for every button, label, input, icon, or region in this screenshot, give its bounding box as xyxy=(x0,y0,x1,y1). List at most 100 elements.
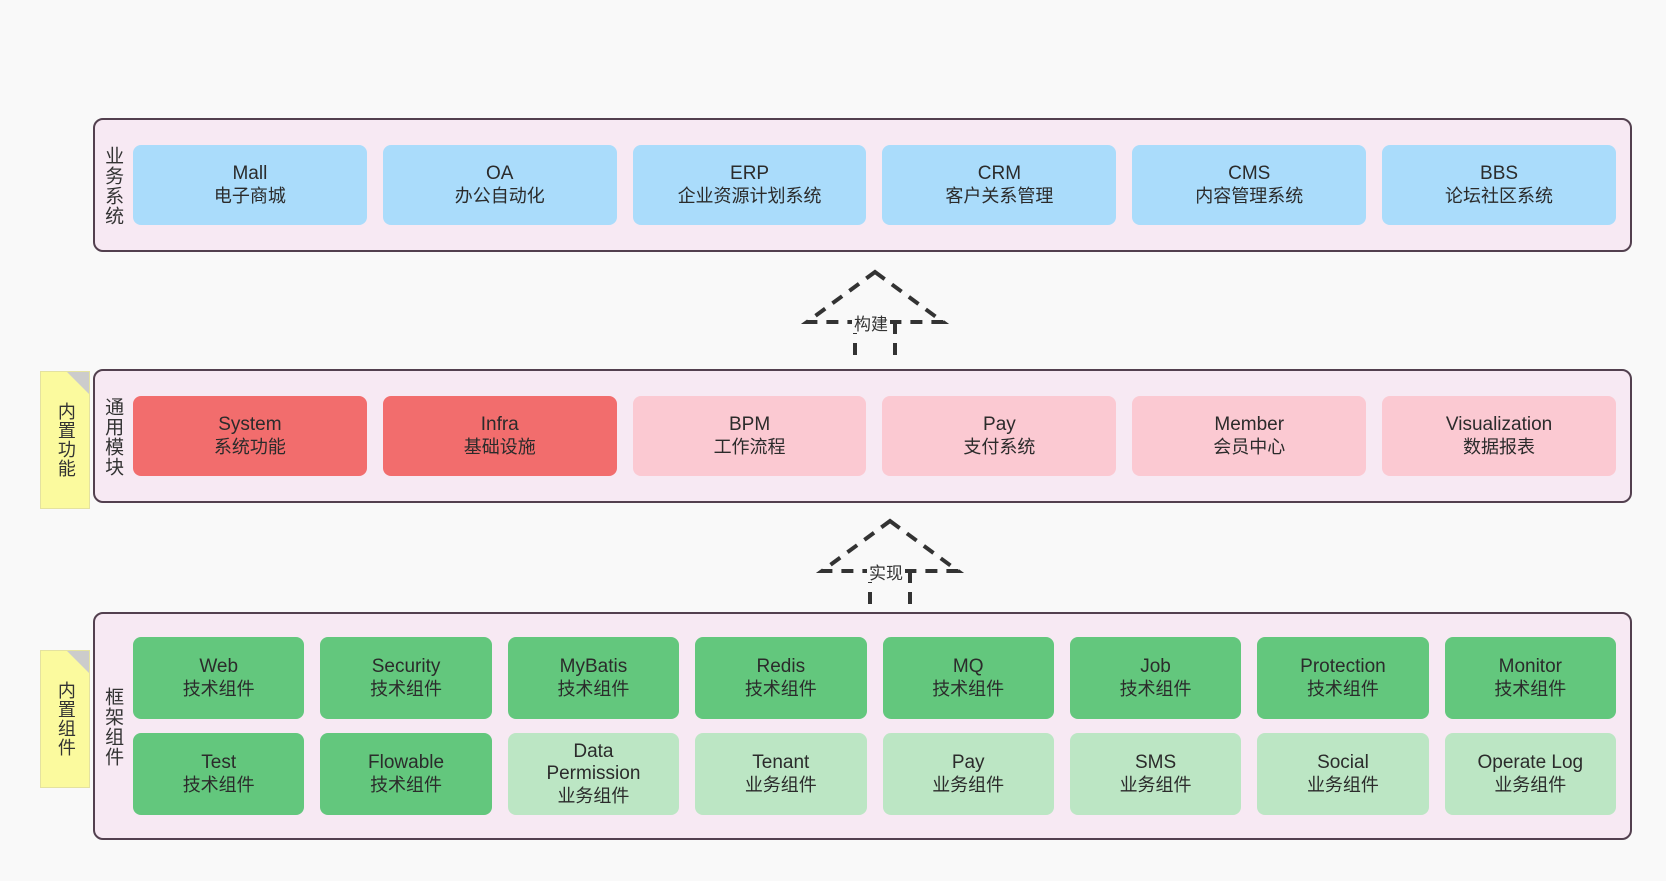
node-subtitle: 技术组件 xyxy=(1306,678,1379,699)
node-job[interactable]: Job 技术组件 xyxy=(1069,637,1242,719)
node-cms[interactable]: CMS 内容管理系统 xyxy=(1132,145,1367,225)
node-redis[interactable]: Redis 技术组件 xyxy=(695,637,867,719)
connector-label-implement: 实现 xyxy=(867,564,905,583)
layer-label-business-system: 业务系统 xyxy=(102,146,124,226)
node-title: Redis xyxy=(756,656,806,678)
node-title: Pay xyxy=(951,752,985,774)
node-monitor[interactable]: Monitor 技术组件 xyxy=(1444,637,1616,719)
node-title: OA xyxy=(486,163,514,185)
layer-label-framework-component: 框架组件 xyxy=(102,687,124,767)
node-pay[interactable]: Pay 支付系统 xyxy=(882,396,1117,476)
node-title: Infra xyxy=(480,414,519,436)
connector-build: 构建 xyxy=(800,266,950,362)
node-title: CMS xyxy=(1228,163,1271,185)
node-title: Member xyxy=(1214,414,1285,436)
layer-framework-component: 框架组件 Web 技术组件 Security 技术组件 MyBatis 技术组件… xyxy=(93,612,1632,840)
node-crm[interactable]: CRM 客户关系管理 xyxy=(882,145,1117,225)
node-row: System 系统功能 Infra 基础设施 BPM 工作流程 Pay 支付系统… xyxy=(133,396,1616,476)
node-title: Job xyxy=(1140,656,1171,678)
node-title: Mall xyxy=(232,163,268,185)
node-title: Web xyxy=(199,656,239,678)
node-title: SMS xyxy=(1134,752,1177,774)
node-title: Data Permission xyxy=(546,740,641,785)
node-subtitle: 会员中心 xyxy=(1213,436,1286,457)
node-mq[interactable]: MQ 技术组件 xyxy=(882,637,1054,719)
node-visualization[interactable]: Visualization 数据报表 xyxy=(1382,396,1616,476)
node-subtitle: 技术组件 xyxy=(182,774,255,795)
node-mybatis[interactable]: MyBatis 技术组件 xyxy=(507,637,680,719)
node-title: Visualization xyxy=(1445,414,1553,436)
node-row: Mall 电子商城 OA 办公自动化 ERP 企业资源计划系统 CRM 客户关系… xyxy=(133,145,1616,225)
node-subtitle: 业务组件 xyxy=(744,774,817,795)
node-bpm[interactable]: BPM 工作流程 xyxy=(632,396,867,476)
sticky-fold-corner-icon xyxy=(67,651,89,673)
node-subtitle: 技术组件 xyxy=(182,678,255,699)
node-title: Tenant xyxy=(752,752,810,774)
node-title: Social xyxy=(1317,752,1369,774)
node-subtitle: 技术组件 xyxy=(1494,678,1567,699)
node-subtitle: 基础设施 xyxy=(463,436,536,457)
node-row-business: Test 技术组件 Flowable 技术组件 Data Permission … xyxy=(133,733,1616,815)
sticky-note-builtin-features: 内置功能 xyxy=(40,371,90,509)
node-title: Monitor xyxy=(1498,656,1562,678)
node-subtitle: 技术组件 xyxy=(557,678,630,699)
node-subtitle: 客户关系管理 xyxy=(945,185,1054,206)
node-oa[interactable]: OA 办公自动化 xyxy=(382,145,617,225)
node-mall[interactable]: Mall 电子商城 xyxy=(133,145,367,225)
sticky-note-text: 内置功能 xyxy=(55,402,76,478)
node-row-tech: Web 技术组件 Security 技术组件 MyBatis 技术组件 Redi… xyxy=(133,637,1616,719)
node-protection[interactable]: Protection 技术组件 xyxy=(1257,637,1429,719)
node-title: Security xyxy=(371,656,441,678)
layer-body-common-module: System 系统功能 Infra 基础设施 BPM 工作流程 Pay 支付系统… xyxy=(129,371,1630,501)
node-title: Protection xyxy=(1300,656,1386,678)
node-infra[interactable]: Infra 基础设施 xyxy=(382,396,617,476)
node-subtitle: 论坛社区系统 xyxy=(1445,185,1554,206)
node-sms[interactable]: SMS 业务组件 xyxy=(1069,733,1242,815)
node-social[interactable]: Social 业务组件 xyxy=(1257,733,1429,815)
sticky-fold-corner-icon xyxy=(67,372,89,394)
node-operate-log[interactable]: Operate Log 业务组件 xyxy=(1444,733,1616,815)
node-pay-component[interactable]: Pay 业务组件 xyxy=(882,733,1054,815)
node-bbs[interactable]: BBS 论坛社区系统 xyxy=(1382,145,1616,225)
node-flowable[interactable]: Flowable 技术组件 xyxy=(320,733,492,815)
node-title: Flowable xyxy=(368,752,445,774)
node-subtitle: 数据报表 xyxy=(1463,436,1536,457)
node-subtitle: 内容管理系统 xyxy=(1195,185,1304,206)
layer-common-module: 通用模块 System 系统功能 Infra 基础设施 BPM 工作流程 Pay… xyxy=(93,369,1632,503)
node-system[interactable]: System 系统功能 xyxy=(133,396,367,476)
sticky-note-builtin-components: 内置组件 xyxy=(40,650,90,788)
node-subtitle: 技术组件 xyxy=(932,678,1005,699)
node-member[interactable]: Member 会员中心 xyxy=(1132,396,1367,476)
node-security[interactable]: Security 技术组件 xyxy=(320,637,492,719)
node-subtitle: 工作流程 xyxy=(713,436,786,457)
node-erp[interactable]: ERP 企业资源计划系统 xyxy=(632,145,867,225)
node-title: Test xyxy=(201,752,237,774)
node-tenant[interactable]: Tenant 业务组件 xyxy=(695,733,867,815)
connector-label-build: 构建 xyxy=(852,315,890,334)
node-subtitle: 企业资源计划系统 xyxy=(677,185,822,206)
node-subtitle: 办公自动化 xyxy=(454,185,545,206)
node-subtitle: 支付系统 xyxy=(963,436,1036,457)
node-title: CRM xyxy=(977,163,1022,185)
node-subtitle: 业务组件 xyxy=(1306,774,1379,795)
node-title: Operate Log xyxy=(1477,752,1584,774)
layer-body-business-system: Mall 电子商城 OA 办公自动化 ERP 企业资源计划系统 CRM 客户关系… xyxy=(129,120,1630,250)
node-subtitle: 技术组件 xyxy=(370,678,443,699)
node-test[interactable]: Test 技术组件 xyxy=(133,733,305,815)
layer-body-framework-component: Web 技术组件 Security 技术组件 MyBatis 技术组件 Redi… xyxy=(129,614,1630,838)
node-title: System xyxy=(218,414,282,436)
sticky-note-text: 内置组件 xyxy=(55,681,76,757)
node-title: BPM xyxy=(728,414,771,436)
node-subtitle: 业务组件 xyxy=(1119,774,1192,795)
node-subtitle: 业务组件 xyxy=(557,785,630,806)
node-title: MyBatis xyxy=(559,656,628,678)
node-title: Pay xyxy=(983,414,1016,436)
node-data-permission[interactable]: Data Permission 业务组件 xyxy=(507,733,680,815)
node-subtitle: 技术组件 xyxy=(370,774,443,795)
node-title: MQ xyxy=(952,656,984,678)
node-web[interactable]: Web 技术组件 xyxy=(133,637,305,719)
connector-implement: 实现 xyxy=(815,515,965,611)
node-subtitle: 技术组件 xyxy=(1119,678,1192,699)
node-subtitle: 电子商城 xyxy=(213,185,286,206)
